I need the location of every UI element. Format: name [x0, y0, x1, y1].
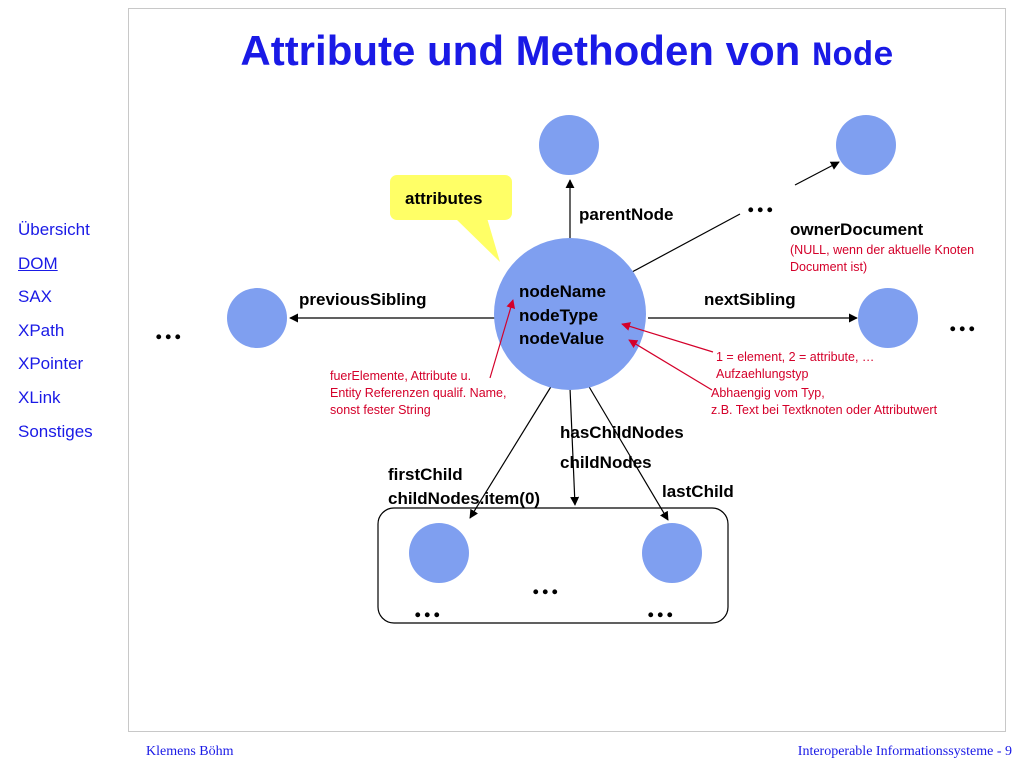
node-name-note: fuerElemente, Attribute u. Entity Refere… [330, 369, 507, 417]
arrow-child-nodes [569, 387, 580, 506]
previous-sibling-label: previousSibling [299, 290, 427, 309]
center-node-label: nodeName nodeType nodeValue [519, 280, 606, 351]
children-group-box [377, 507, 729, 624]
slide-title: Attribute und Methoden von Node [128, 27, 1006, 76]
next-sibling-circle [858, 288, 918, 348]
nav-item-xpointer[interactable]: XPointer [18, 354, 84, 374]
first-child-circle [409, 523, 469, 583]
node-name-label: nodeName [519, 282, 606, 301]
owner-document-circle [836, 115, 896, 175]
node-value-note: Abhaengig vom Typ, z.B. Text bei Textkno… [711, 386, 938, 417]
slide-frame [128, 8, 1006, 732]
parent-node-circle [539, 115, 599, 175]
ellipsis-owner: ... [747, 186, 776, 219]
owner-document-note: (NULL, wenn der aktuelle Knoten Document… [790, 243, 975, 274]
note-arrow-node-type [621, 322, 714, 353]
footer-author: Klemens Böhm [146, 744, 234, 759]
footer-course: Interoperable Informationssysteme - 9 [797, 744, 1012, 759]
note-arrow-node-name [489, 299, 516, 379]
current-node-circle [494, 238, 646, 390]
node-type-label: nodeType [519, 305, 599, 325]
ellipsis-first-child: ... [414, 591, 443, 624]
callout-label: attributes [405, 189, 483, 208]
owner-document-label: ownerDocument [790, 220, 924, 239]
title-code: Node [811, 38, 894, 76]
arrow-owner-document [794, 161, 840, 186]
has-child-nodes-label: hasChildNodes [560, 423, 684, 442]
last-child-circle [642, 523, 702, 583]
child-nodes-label: childNodes [560, 453, 652, 472]
nav-item-xpath[interactable]: XPath [18, 320, 65, 340]
ellipsis-next: ... [949, 305, 978, 338]
first-child-label: firstChild childNodes.item(0) [388, 465, 541, 508]
next-sibling-label: nextSibling [704, 290, 796, 309]
title-text: Attribute und Methoden von [240, 27, 801, 74]
note-arrow-node-value [628, 339, 713, 391]
parent-node-label: parentNode [579, 205, 674, 224]
arrow-first-child [469, 384, 553, 519]
nav-item-sax[interactable]: SAX [18, 287, 53, 307]
sidebar-nav: Übersicht DOM SAX XPath XPointer XLink S… [18, 218, 93, 453]
node-type-note: 1 = element, 2 = attribute, … Aufzaehlun… [716, 350, 875, 381]
nav-item-uebersicht[interactable]: Übersicht [18, 220, 90, 239]
callout-pointer [455, 218, 500, 262]
line-owner-document [631, 213, 741, 273]
ellipsis-previous: ... [155, 313, 184, 346]
arrow-last-child [587, 384, 669, 521]
nav-item-sonstiges[interactable]: Sonstiges [18, 421, 93, 441]
ellipsis-last-child: ... [647, 591, 676, 624]
nav-item-dom[interactable]: DOM [18, 253, 58, 273]
previous-sibling-circle [227, 288, 287, 348]
node-value-label: nodeValue [519, 329, 605, 348]
attributes-callout [390, 175, 512, 220]
ellipsis-children-middle: ... [532, 568, 561, 601]
last-child-label: lastChild [662, 482, 734, 501]
nav-item-xlink[interactable]: XLink [18, 387, 61, 407]
